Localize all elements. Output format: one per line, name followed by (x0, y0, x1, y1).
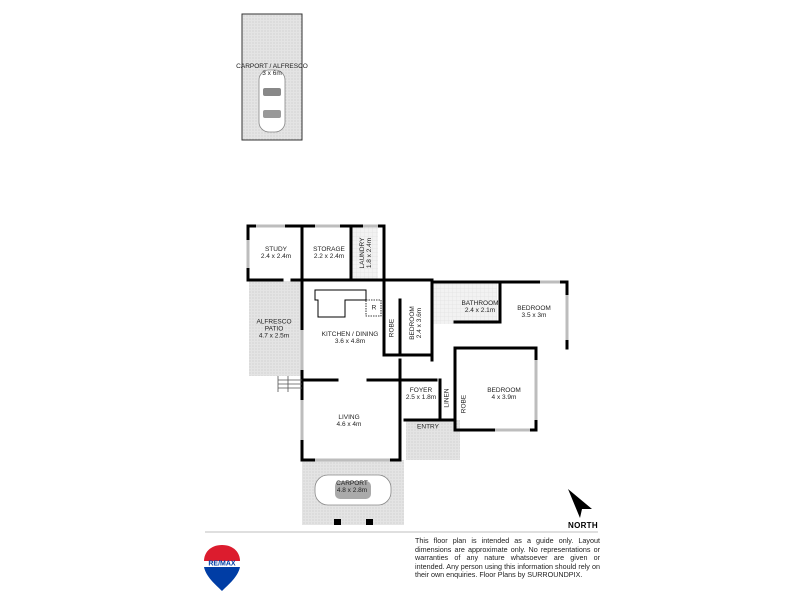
svg-text:RE/MAX: RE/MAX (208, 561, 236, 568)
entry-floor (406, 420, 460, 460)
remax-balloon-logo-icon: RE/MAX (204, 545, 240, 591)
alfresco-patio-floor (249, 281, 301, 376)
north-label: NORTH (568, 521, 598, 530)
room-label-linen: LINEN (443, 388, 451, 408)
north-arrow-icon (568, 489, 592, 518)
room-label-robe-1: ROBE (388, 318, 396, 338)
room-label-robe-2: ROBE (460, 394, 468, 414)
laundry-floor (351, 227, 378, 280)
carport-alfresco (241, 13, 303, 141)
car-icon (258, 69, 286, 133)
room-label-entry: ENTRY (417, 423, 439, 431)
disclaimer-text: This floor plan is intended as a guide o… (415, 536, 600, 580)
car-icon (314, 474, 392, 506)
fridge-label: R (371, 304, 377, 312)
bathroom-floor (433, 282, 497, 324)
